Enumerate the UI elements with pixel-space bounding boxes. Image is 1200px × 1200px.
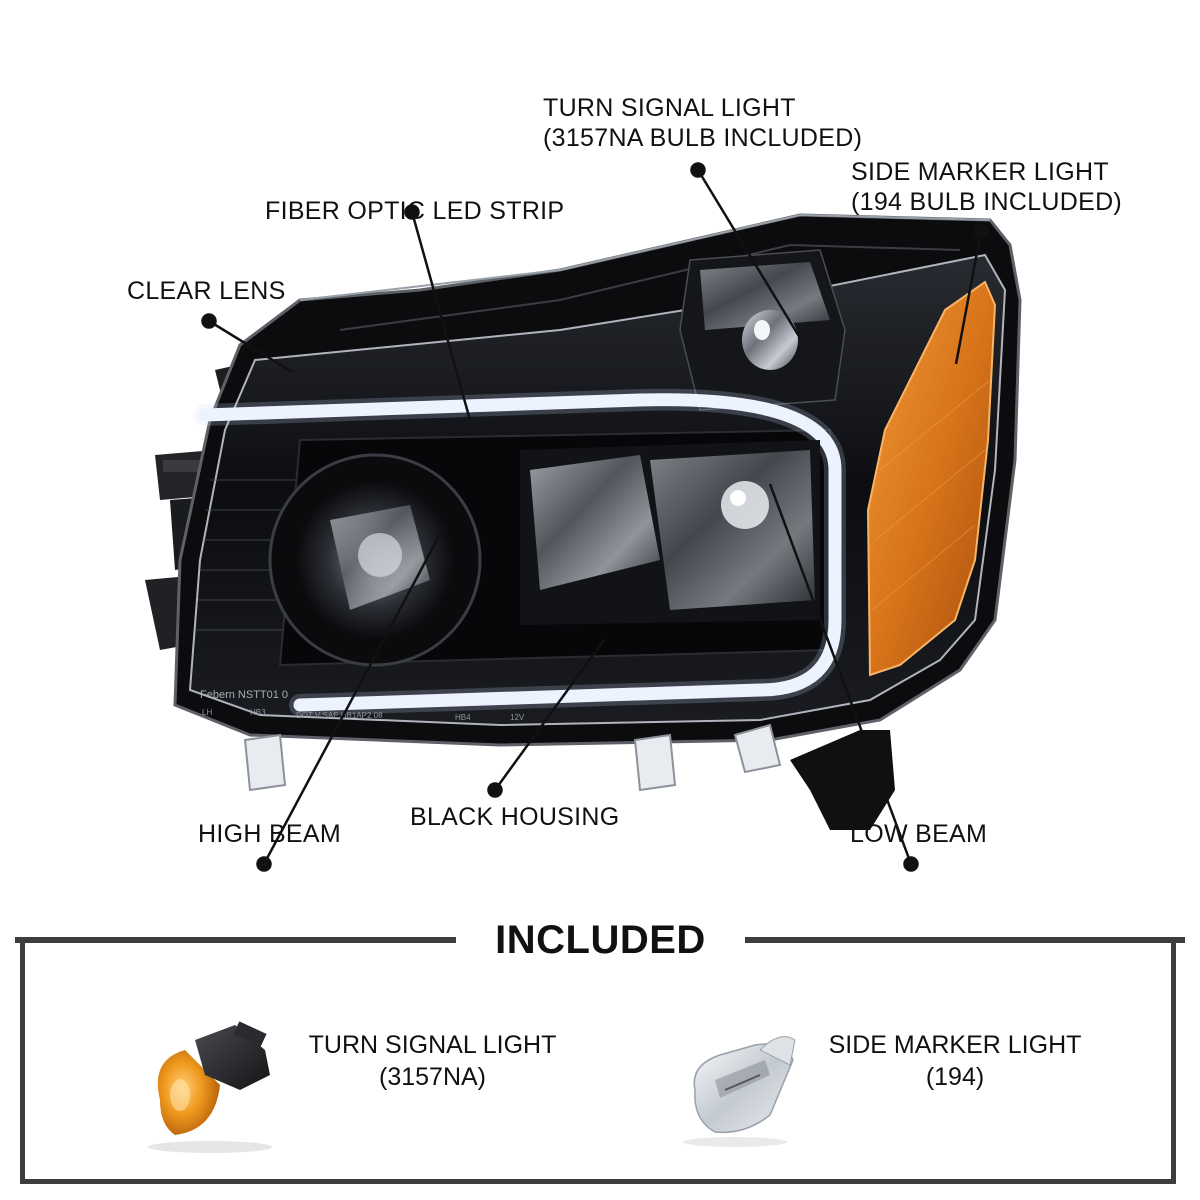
leader-lines — [201, 162, 989, 872]
included-title: INCLUDED — [495, 918, 706, 962]
callout-black-housing-line1: BLACK HOUSING — [410, 803, 620, 831]
included-item-turn-signal: TURN SIGNAL LIGHT (3157NA) — [300, 1029, 565, 1093]
included-frame — [20, 940, 1176, 1184]
leader-dot-black-housing — [487, 782, 503, 798]
leader-dot-low-beam — [903, 856, 919, 872]
callout-clear-lens: CLEAR LENS — [127, 276, 286, 306]
callout-black-housing: BLACK HOUSING — [410, 802, 620, 832]
amber-bulb-icon — [148, 1021, 272, 1153]
callout-turn-signal-line1: TURN SIGNAL LIGHT — [543, 94, 796, 122]
bottom-marking-1: HB3 — [250, 708, 266, 717]
lower-bracket — [790, 730, 895, 830]
side-marker-amber-lens — [866, 280, 997, 677]
lens-markings: Febern NSTT01 0 — [200, 689, 288, 701]
mounting-tabs — [243, 723, 782, 792]
callout-low-beam-line1: LOW BEAM — [850, 820, 988, 848]
callout-clear-lens-line1: CLEAR LENS — [127, 277, 286, 305]
bottom-marking-3: HB4 — [455, 713, 471, 722]
callout-fiber-optic: FIBER OPTIC LED STRIP — [265, 196, 564, 226]
included-frame-top-right — [745, 937, 1185, 943]
bottom-marking-0: LH — [202, 708, 212, 717]
included-item-turn-signal-line1: TURN SIGNAL LIGHT — [308, 1031, 557, 1059]
bottom-marking-2: DOT V SAE HB1AP2 08 — [296, 711, 383, 720]
leader-dot-high-beam — [256, 856, 272, 872]
callout-side-marker: SIDE MARKER LIGHT (194 BULB INCLUDED) — [851, 157, 1122, 217]
callout-side-marker-line1: SIDE MARKER LIGHT — [851, 158, 1109, 186]
callout-low-beam: LOW BEAM — [850, 819, 987, 849]
callout-turn-signal: TURN SIGNAL LIGHT (3157NA BULB INCLUDED) — [543, 93, 862, 153]
callout-fiber-optic-line1: FIBER OPTIC LED STRIP — [265, 197, 565, 225]
callout-high-beam-line1: HIGH BEAM — [198, 820, 341, 848]
included-item-side-marker: SIDE MARKER LIGHT (194) — [815, 1029, 1095, 1093]
leader-dot-fiber-optic — [404, 204, 420, 220]
callout-turn-signal-line2: (3157NA BULB INCLUDED) — [543, 124, 863, 152]
turn-signal-chamber — [679, 249, 846, 411]
included-item-turn-signal-line2: (3157NA) — [379, 1063, 486, 1091]
leader-dot-turn-signal — [690, 162, 706, 178]
clear-wedge-bulb-icon — [683, 1036, 796, 1147]
included-item-side-marker-line1: SIDE MARKER LIGHT — [828, 1031, 1082, 1059]
callout-high-beam: HIGH BEAM — [198, 819, 341, 849]
included-frame-top-left — [15, 937, 456, 943]
headlight-diagram: Febern NSTT01 0 LH HB3 DOT V SAE HB1AP2 … — [145, 162, 1022, 872]
high-beam-projector — [268, 453, 482, 667]
low-beam-reflector — [520, 440, 820, 625]
included-item-side-marker-line2: (194) — [925, 1063, 985, 1091]
bottom-marking-4: 12V — [510, 713, 525, 722]
leader-dot-clear-lens — [201, 313, 217, 329]
fiber-optic-led-strip — [198, 393, 842, 712]
leader-dot-side-marker — [973, 223, 989, 239]
callout-side-marker-line2: (194 BULB INCLUDED) — [851, 188, 1123, 216]
